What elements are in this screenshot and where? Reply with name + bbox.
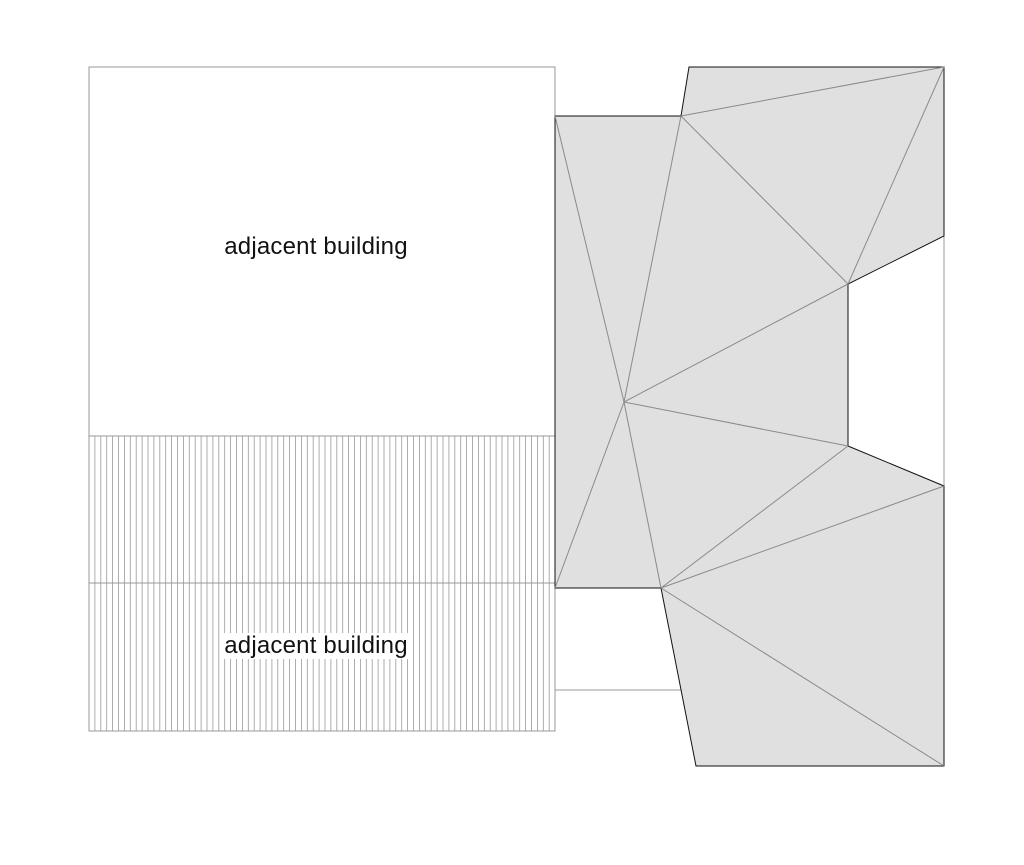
facet-line bbox=[680, 66, 945, 117]
adjacent-building-top bbox=[88, 66, 556, 437]
facet-line bbox=[623, 401, 662, 589]
facet-line bbox=[623, 115, 682, 403]
facet-line bbox=[554, 115, 625, 403]
adjacent-building-label-bottom: adjacent building bbox=[222, 632, 410, 659]
adjacent-building-label-top: adjacent building bbox=[224, 233, 408, 260]
facet-line bbox=[680, 115, 849, 285]
facet-line bbox=[660, 445, 849, 589]
folded-roof-outline bbox=[554, 66, 945, 767]
facet-line bbox=[623, 401, 849, 447]
facet-line bbox=[554, 401, 625, 589]
facet-line bbox=[623, 283, 849, 403]
facet-line bbox=[847, 66, 945, 285]
roof-facet-lines bbox=[554, 66, 945, 767]
facet-line bbox=[660, 485, 945, 589]
facet-line bbox=[660, 587, 945, 767]
